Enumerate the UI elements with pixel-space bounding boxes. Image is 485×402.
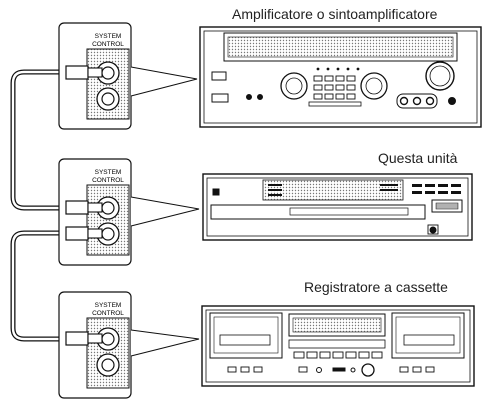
plug [65, 331, 103, 346]
this-unit-label: Questa unità [378, 150, 458, 166]
volume-knob-right-icon [360, 72, 388, 100]
plug [65, 65, 103, 80]
plug [65, 226, 103, 241]
system-control-label-line2: CONTROL [92, 41, 124, 48]
system-control-label-line2: CONTROL [92, 310, 124, 317]
system-control-panel-unit: SYSTEM CONTROL [58, 158, 200, 266]
cable-unit-to-cassette [10, 230, 64, 342]
system-control-panel-cassette: SYSTEM CONTROL [58, 291, 200, 399]
master-volume-knob-icon [425, 61, 455, 91]
system-control-label-line1: SYSTEM [95, 33, 122, 40]
system-control-panel-amplifier: SYSTEM CONTROL [58, 22, 198, 130]
cassette-deck-device [201, 305, 475, 387]
jack-bottom [96, 353, 120, 377]
system-control-label-line1: SYSTEM [95, 169, 122, 176]
plug [65, 200, 103, 215]
system-control-label-line1: SYSTEM [95, 302, 122, 309]
jack-bottom [96, 87, 120, 111]
this-unit-device [202, 173, 473, 241]
amplifier-label: Amplificatore o sintoamplificatore [232, 6, 438, 22]
system-control-label-line2: CONTROL [92, 177, 124, 184]
amplifier-device [199, 26, 482, 128]
volume-knob-left-icon [280, 72, 308, 100]
cassette-label: Registratore a cassette [304, 279, 448, 295]
cable-amp-to-unit [10, 69, 64, 211]
